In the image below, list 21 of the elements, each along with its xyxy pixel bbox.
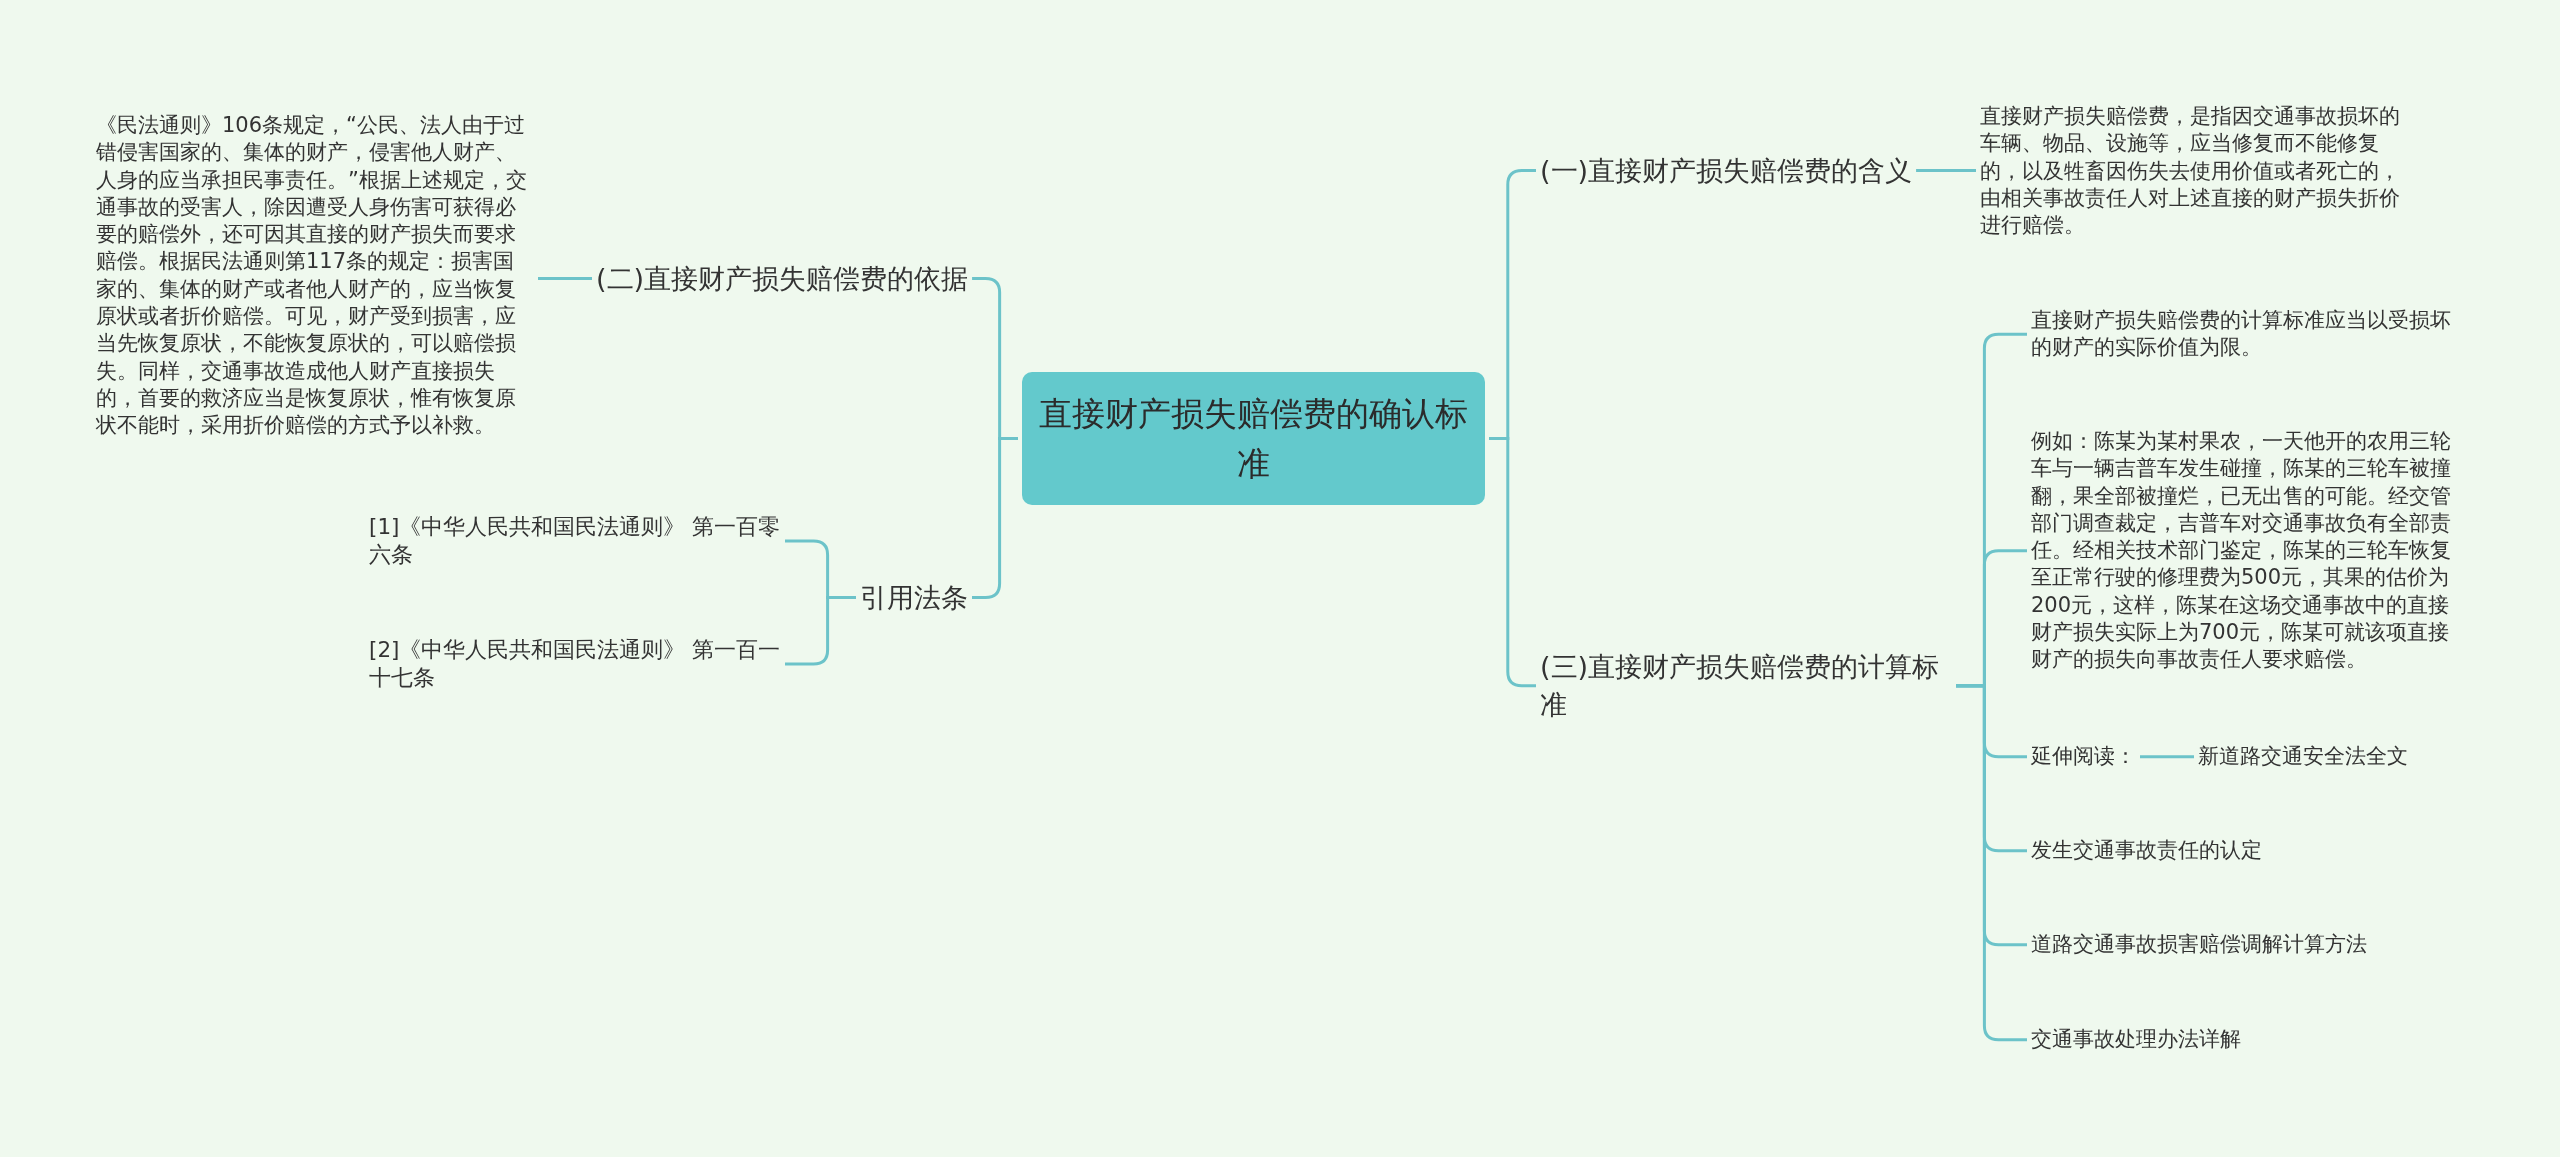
branch-topic: (一)直接财产损失赔偿费的含义 [1540, 153, 1913, 189]
connector-line [2140, 755, 2194, 759]
branch-topic: 引用法条 [860, 580, 968, 616]
note-text: 直接财产损失赔偿费的计算标准应当以受损坏的财产的实际价值为限。 [2031, 307, 2463, 362]
connector-line [1916, 169, 1976, 173]
branch-topic: (三)直接财产损失赔偿费的计算标准 [1540, 648, 1952, 724]
topic-text: 发生交通事故责任的认定 [2031, 837, 2262, 865]
note-text: 《民法通则》106条规定，“公民、法人由于过错侵害国家的、集体的财产，侵害他人财产、人身的应当承担民事责任。”根据上述规定，交通事故的受害人，除因遭受人身伤害可获得必要的赔偿外，还可因其直接的财产损失而要求赔偿。根据民法通则第117条的规定：损害国家的、集体的财产或者他人财产的，应当恢复原状或者折价赔偿。可见，财产受到损害，应当先恢复原状，不能恢复原状的，可以赔偿损失。同样，交通事故造成他人财产直接损失的，首要的救济应当是恢复原状，惟有恢复原状不能时，采用折价赔偿的方式予以补救。 [96, 112, 534, 440]
central-topic-box: 直接财产损失赔偿费的确认标准 [1022, 372, 1485, 505]
topic-text: 延伸阅读： [2031, 743, 2136, 771]
reference-text: [2]《中华人民共和国民法通则》 第一百一十七条 [369, 636, 781, 692]
link-text: 新道路交通安全法全文 [2198, 743, 2408, 771]
reference-text: [1]《中华人民共和国民法通则》 第一百零六条 [369, 513, 781, 569]
connector-line [785, 596, 856, 666]
topic-text: 道路交通事故损害赔偿调解计算方法 [2031, 931, 2367, 959]
connector-line [1956, 684, 2027, 1042]
topic-text: 交通事故处理办法详解 [2031, 1026, 2241, 1054]
connector-line [538, 277, 592, 281]
branch-topic: (二)直接财产损失赔偿费的依据 [596, 261, 969, 297]
note-text: 直接财产损失赔偿费，是指因交通事故损坏的车辆、物品、设施等，应当修复而不能修复的，以及牲畜因伤失去使用价值或者死亡的，由相关事故责任人对上述直接的财产损失折价进行赔偿。 [1980, 103, 2420, 240]
note-text: 例如：陈某为某村果农，一天他开的农用三轮车与一辆吉普车发生碰撞，陈某的三轮车被撞翻，果全部被撞烂，已无出售的可能。经交管部门调查裁定，吉普车对交通事故负有全部责任。经相关技术部门鉴定，陈某的三轮车恢复至正常行驶的修理费为500元，其果的估价为200元，这样，陈某在这场交通事故中的直接财产损失实际上为700元，陈某可就该项直接财产的损失向事故责任人要求赔偿。 [2031, 428, 2463, 674]
